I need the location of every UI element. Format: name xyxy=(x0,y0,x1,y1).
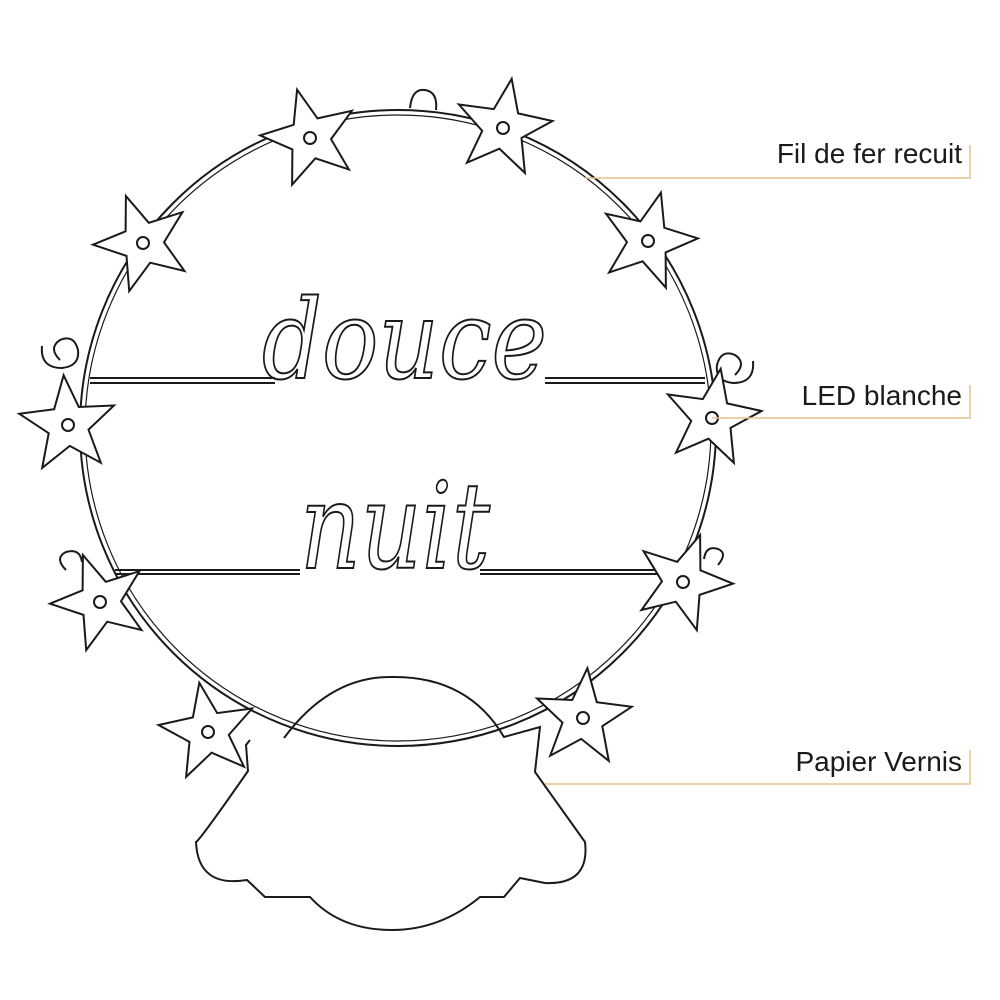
led-icon xyxy=(201,725,215,739)
label-paper: Papier Vernis xyxy=(795,746,962,777)
hanging-loop xyxy=(409,88,438,111)
leader-line-wire xyxy=(585,145,971,179)
spiral xyxy=(59,550,83,571)
wire-bar-top xyxy=(90,377,705,384)
wire-bar-bottom xyxy=(115,569,690,575)
wire-hoop xyxy=(79,109,717,747)
wire-hoop-inner xyxy=(84,114,712,742)
spiral xyxy=(703,547,724,566)
leader-line-led xyxy=(712,385,971,419)
leader-line-paper xyxy=(545,750,971,785)
led-icon xyxy=(641,234,655,248)
spiral xyxy=(40,337,80,370)
led-icon xyxy=(676,575,690,589)
spiral xyxy=(715,352,755,385)
led-icon xyxy=(61,418,75,432)
script-word-nuit: nuit xyxy=(300,458,491,597)
led-icon xyxy=(93,595,107,609)
label-led: LED blanche xyxy=(801,380,962,411)
label-wire: Fil de fer recuit xyxy=(776,138,962,169)
led-icon xyxy=(136,236,150,250)
led-icon xyxy=(496,121,510,135)
led-icon xyxy=(576,711,590,725)
script-word-douce: douce xyxy=(262,276,547,404)
paper-base[interactable] xyxy=(194,675,587,932)
led-icon xyxy=(303,131,317,145)
